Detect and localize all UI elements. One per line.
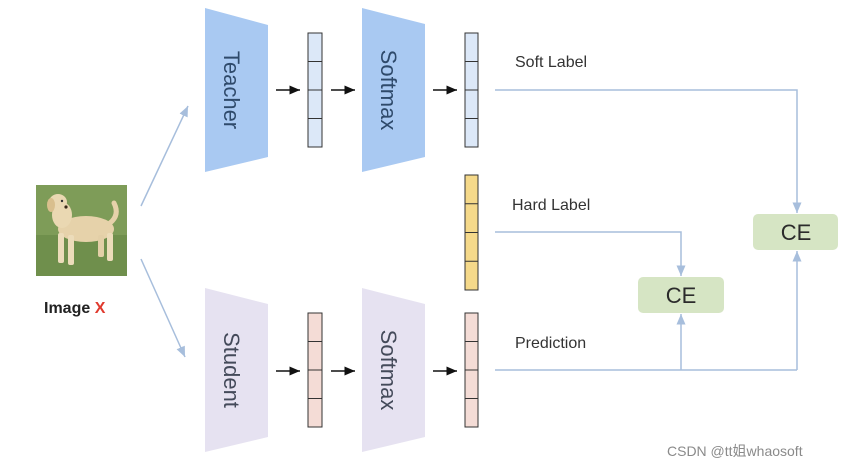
- teacher-model: [205, 8, 268, 172]
- arrow-to-student: [140, 258, 186, 358]
- input-dog-image: [36, 185, 127, 276]
- teacher-softmax-label: Softmax: [376, 50, 401, 131]
- hard-label-connector: [495, 231, 686, 276]
- soft-label-vector: [464, 32, 479, 148]
- student-logits-vector: [307, 312, 323, 428]
- prediction-vector: [464, 312, 479, 428]
- hard-label-vector: [464, 174, 479, 291]
- prediction-text: Prediction: [515, 335, 586, 352]
- teacher-softmax: [362, 8, 425, 172]
- arrow-to-teacher: [140, 105, 189, 207]
- hard-label-text: Hard Label: [512, 197, 590, 214]
- student-model: [205, 288, 268, 452]
- image-label-x: X: [94, 300, 106, 317]
- image-label-text: Image: [44, 300, 91, 317]
- teacher-logits-vector: [307, 32, 323, 148]
- watermark: CSDN @tt姐whaosoft: [667, 443, 803, 459]
- student-label: Student: [219, 332, 244, 408]
- ce-hard-loss-box: CE: [638, 277, 724, 313]
- student-softmax: [362, 288, 425, 452]
- ce-soft-loss-box: CE: [753, 214, 838, 250]
- student-softmax-label: Softmax: [376, 330, 401, 411]
- soft-label-text: Soft Label: [515, 54, 587, 71]
- ce-hard-label: CE: [666, 283, 697, 308]
- teacher-label: Teacher: [219, 51, 244, 129]
- image-x-label: Image X: [44, 300, 105, 318]
- soft-label-connector: [495, 89, 802, 213]
- ce-soft-label: CE: [781, 220, 812, 245]
